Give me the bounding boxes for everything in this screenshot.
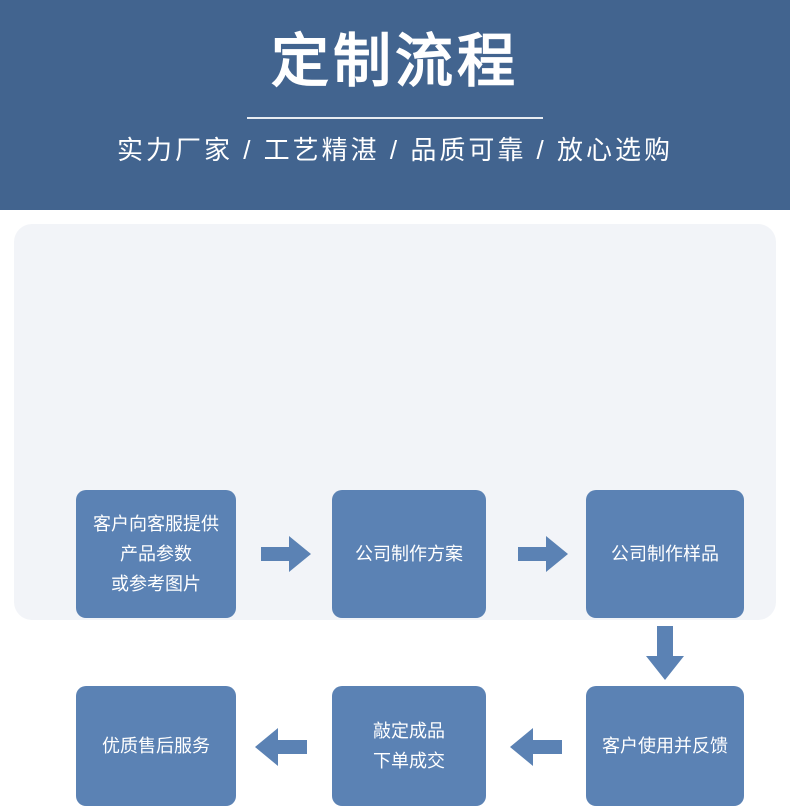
arrow-left-icon-step5-step6 bbox=[255, 728, 307, 766]
page-title: 定制流程 bbox=[270, 29, 519, 94]
flow-step-6: 优质售后服务 bbox=[76, 686, 236, 806]
flow-step-5: 敲定成品 下单成交 bbox=[332, 686, 486, 806]
arrow-right-icon-step2-step3 bbox=[518, 536, 568, 572]
flow-step-2-line-1: 公司制作方案 bbox=[355, 544, 463, 564]
flow-step-5-line-2: 下单成交 bbox=[373, 751, 445, 771]
banner-subtitle: 实力厂家 / 工艺精湛 / 品质可靠 / 放心选购 bbox=[116, 135, 673, 165]
flow-step-2: 公司制作方案 bbox=[332, 490, 486, 618]
flow-step-1: 客户向客服提供 产品参数 或参考图片 bbox=[76, 490, 236, 618]
arrow-down-icon-step3-step4 bbox=[646, 626, 684, 680]
flow-step-3: 公司制作样品 bbox=[586, 490, 744, 618]
arrow-right-icon-step1-step2 bbox=[261, 536, 311, 572]
flow-step-4-line-1: 客户使用并反馈 bbox=[602, 736, 728, 756]
flow-step-1-line-3: 或参考图片 bbox=[111, 574, 201, 594]
flow-step-3-line-1: 公司制作样品 bbox=[611, 544, 719, 564]
flow-step-4: 客户使用并反馈 bbox=[586, 686, 744, 806]
arrow-left-icon-step4-step5 bbox=[510, 728, 562, 766]
flow-diagram-panel: 客户向客服提供 产品参数 或参考图片 公司制作方案 公司制作样品 客户使用并反馈… bbox=[14, 224, 776, 806]
flow-step-1-line-1: 客户向客服提供 bbox=[93, 514, 219, 534]
page-banner: 定制流程 实力厂家 / 工艺精湛 / 品质可靠 / 放心选购 bbox=[0, 0, 790, 210]
flow-step-5-line-1: 敲定成品 bbox=[373, 721, 445, 741]
banner-divider bbox=[247, 117, 543, 119]
flow-step-1-line-2: 产品参数 bbox=[120, 544, 192, 564]
flow-step-6-line-1: 优质售后服务 bbox=[102, 736, 210, 756]
